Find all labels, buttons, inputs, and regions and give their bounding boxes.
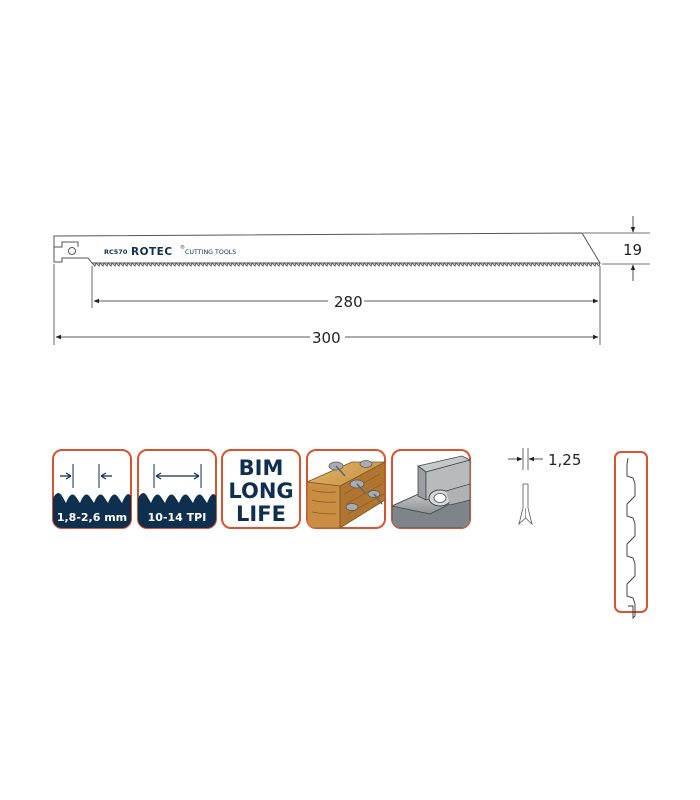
tooth-set-icon (614, 451, 648, 620)
bim-line-2: LONG (228, 479, 293, 503)
blade-tagline: CUTTING TOOLS (185, 249, 236, 256)
height-value: 19 (623, 241, 642, 259)
tpi-icon: 10-14 TPI (137, 449, 217, 529)
tooth-pitch-label: 1,8-2,6 mm (57, 511, 127, 524)
bim-line-1: BIM (239, 456, 284, 480)
blade-shank-notch (54, 241, 79, 248)
blade-mount-hole (68, 247, 76, 255)
tooth-pitch-icon: 1,8-2,6 mm (52, 449, 132, 529)
bim-long-life-icon: BIM LONG LIFE (221, 449, 301, 529)
bim-line-3: LIFE (236, 502, 286, 526)
blade: RC570 ROTEC ® CUTTING TOOLS (53, 232, 601, 267)
steel-profiles-icon (391, 449, 471, 529)
blade-registered-mark: ® (180, 244, 185, 251)
thickness-diagram: 1,25 (508, 448, 581, 526)
blade-model: RC570 (104, 248, 128, 256)
thickness-profile (518, 483, 533, 526)
cut-length-value: 280 (334, 293, 363, 311)
length-dimensions: 280 300 (53, 264, 601, 347)
thickness-value: 1,25 (548, 451, 581, 469)
total-length-value: 300 (312, 329, 341, 347)
tpi-label: 10-14 TPI (148, 511, 207, 524)
blade-teeth (91, 262, 601, 267)
wood-with-nails-icon (306, 449, 386, 529)
blade-outline (53, 232, 601, 264)
blade-brand: ROTEC (131, 246, 173, 258)
height-dimension: 19 (583, 216, 650, 281)
